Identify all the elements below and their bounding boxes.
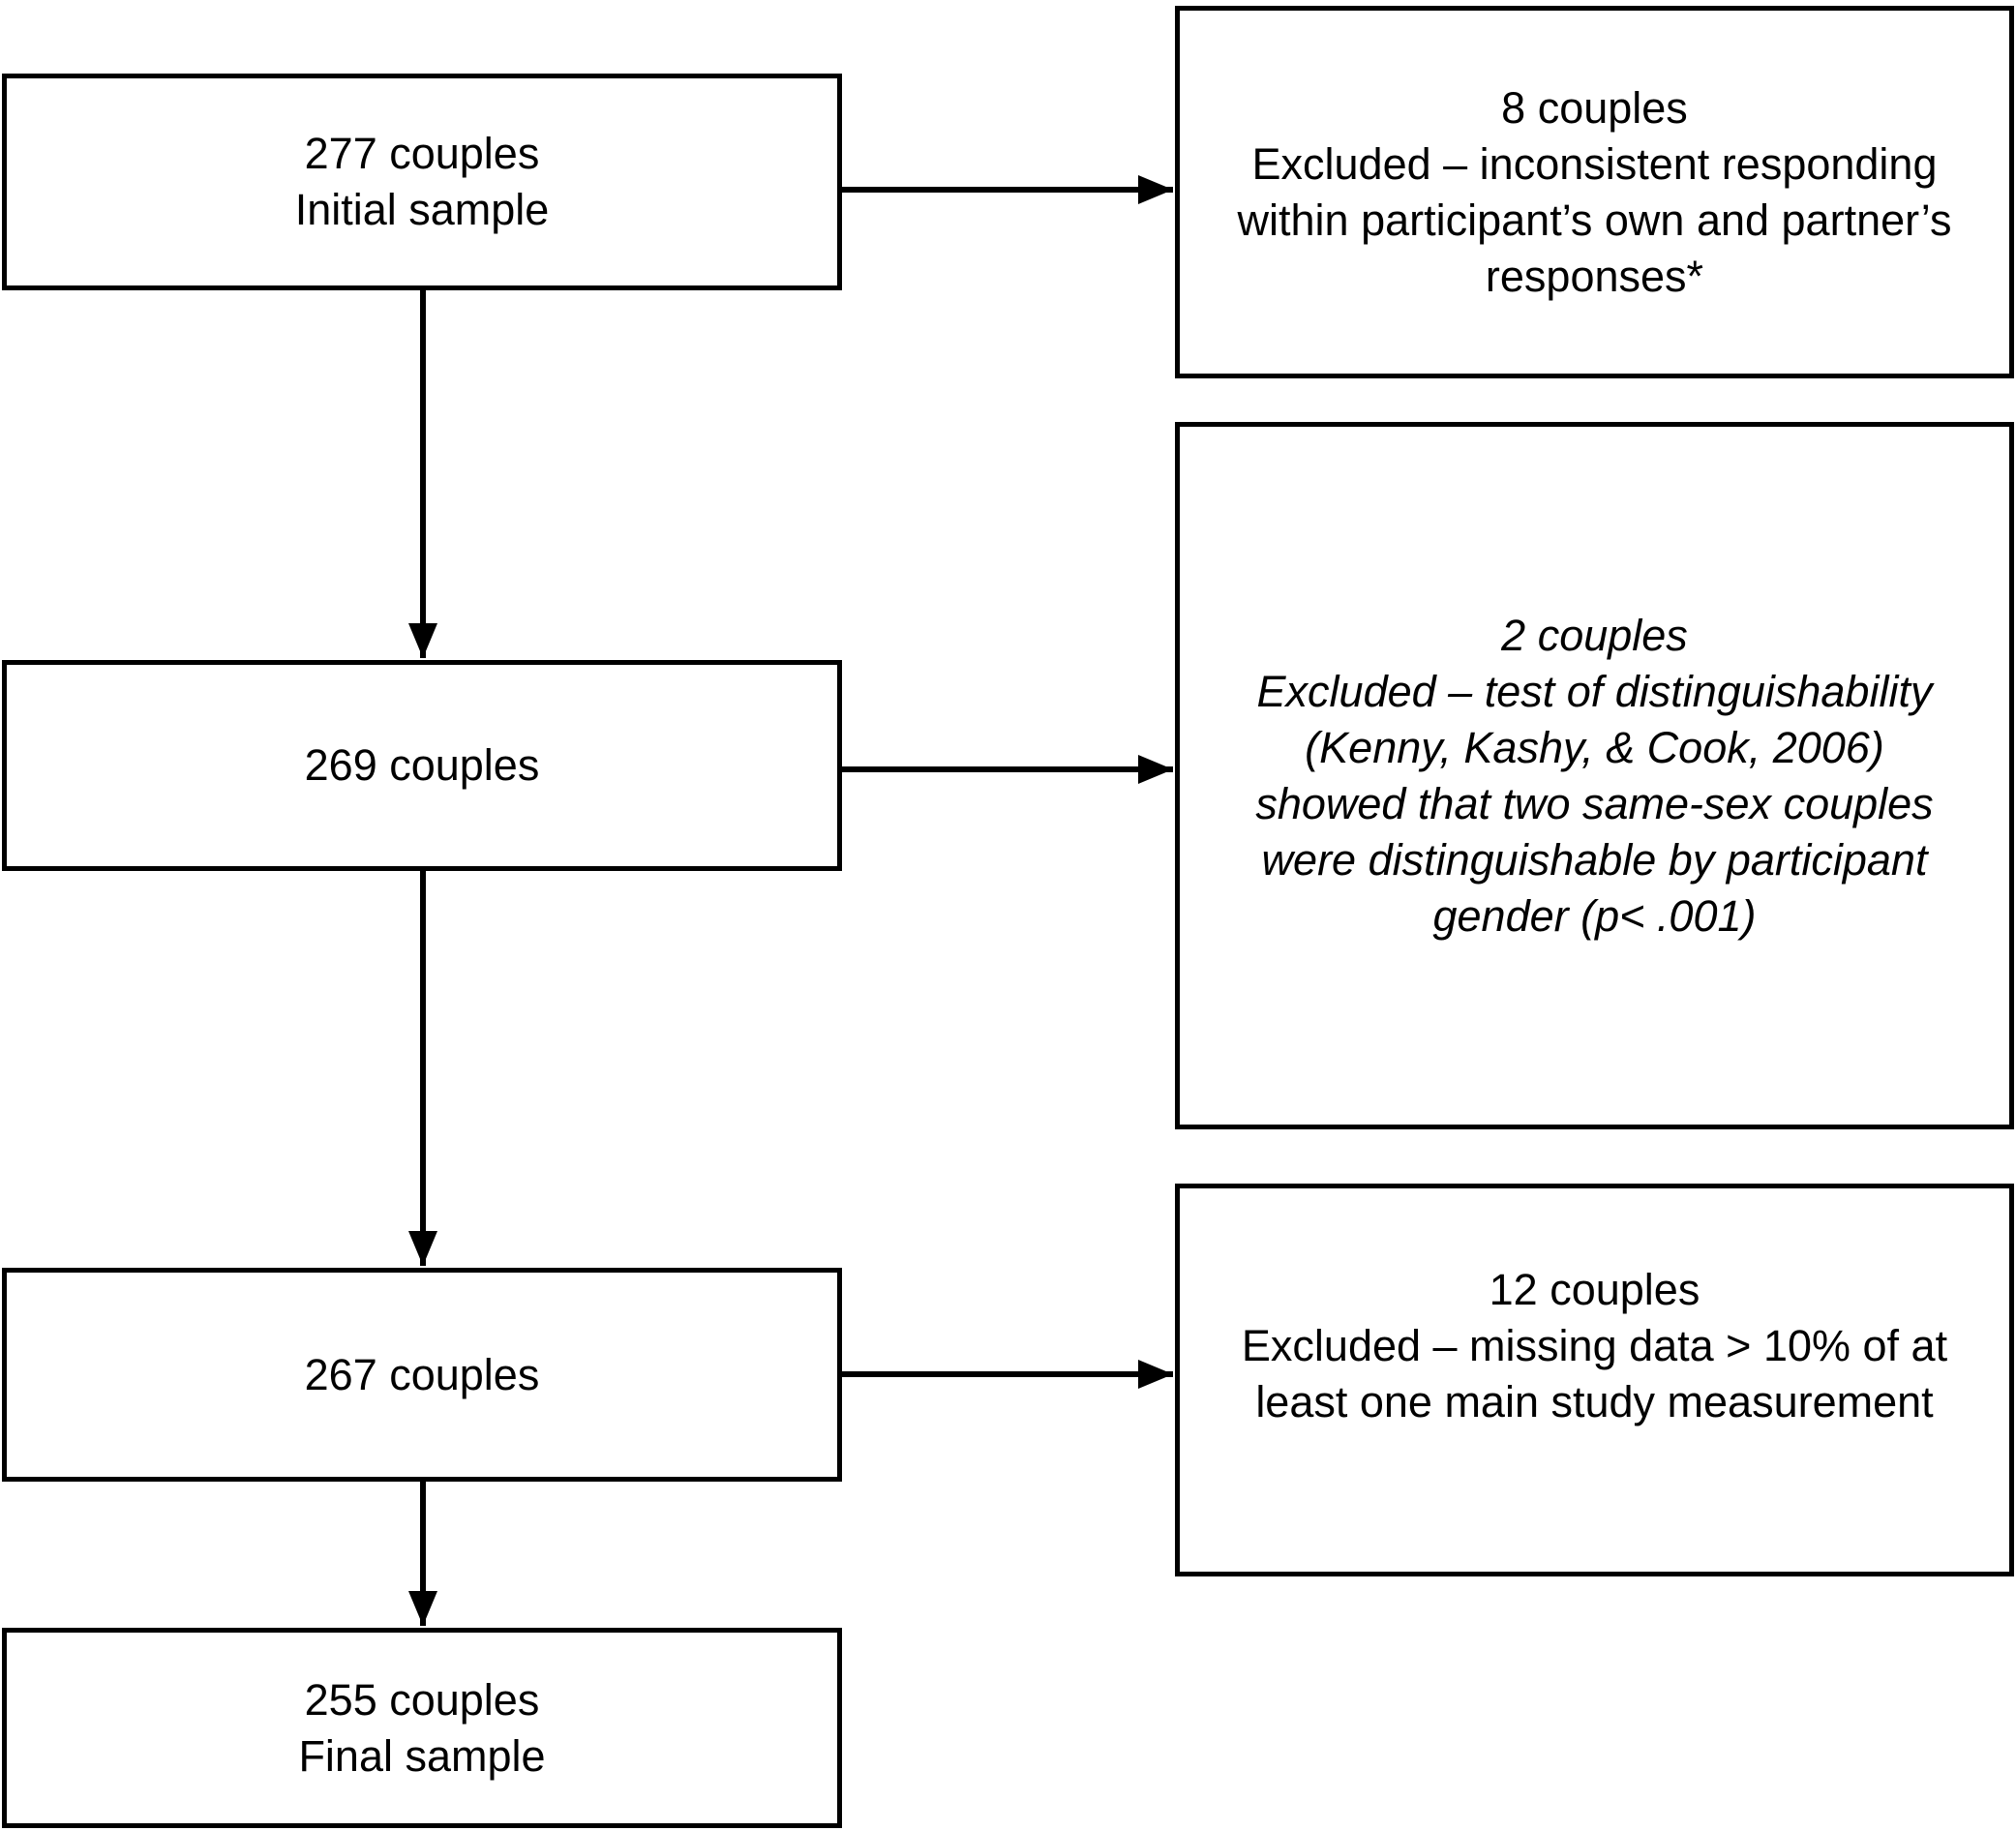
box-line-text: responses* (1485, 251, 1704, 301)
box-line-text: were distinguishable by participant (1261, 834, 1928, 885)
box-line-text: within participant’s own and partner’s (1237, 195, 1952, 245)
box-line-text: showed that two same-sex couples (1255, 778, 1934, 828)
box-line-text: 12 couples (1489, 1265, 1700, 1314)
box-excluded-inconsistent-responding: 8 couples Excluded – inconsistent respon… (1175, 6, 2014, 378)
box-line-text: Initial sample (294, 185, 550, 234)
box-line-text: gender (p< .001) (1432, 890, 1757, 941)
box-line-text: 2 couples (1501, 610, 1688, 660)
box-line-text: 269 couples (304, 740, 540, 790)
box-excluded-distinguishability: 2 couples Excluded – test of distinguish… (1175, 422, 2014, 1129)
box-line-text: Final sample (298, 1730, 546, 1781)
box-line-text: 255 couples (304, 1674, 540, 1725)
box-line-text: 267 couples (304, 1349, 540, 1399)
box-line-text: Excluded – test of distinguishability (1256, 666, 1933, 716)
box-line-text: Excluded – missing data > 10% of at (1241, 1321, 1948, 1370)
box-line-text: (Kenny, Kashy, & Cook, 2006) (1305, 722, 1884, 772)
box-267-couples: 267 couples (2, 1268, 842, 1482)
box-final-sample: 255 couples Final sample (2, 1628, 842, 1828)
box-line-text: least one main study measurement (1255, 1377, 1934, 1426)
box-line-text: Excluded – inconsistent responding (1251, 138, 1938, 189)
box-initial-sample: 277 couples Initial sample (2, 74, 842, 290)
box-line-text: 8 couples (1501, 82, 1688, 133)
box-269-couples: 269 couples (2, 660, 842, 871)
box-line-text: 277 couples (304, 129, 540, 178)
box-excluded-missing-data: 12 couples Excluded – missing data > 10%… (1175, 1184, 2014, 1576)
